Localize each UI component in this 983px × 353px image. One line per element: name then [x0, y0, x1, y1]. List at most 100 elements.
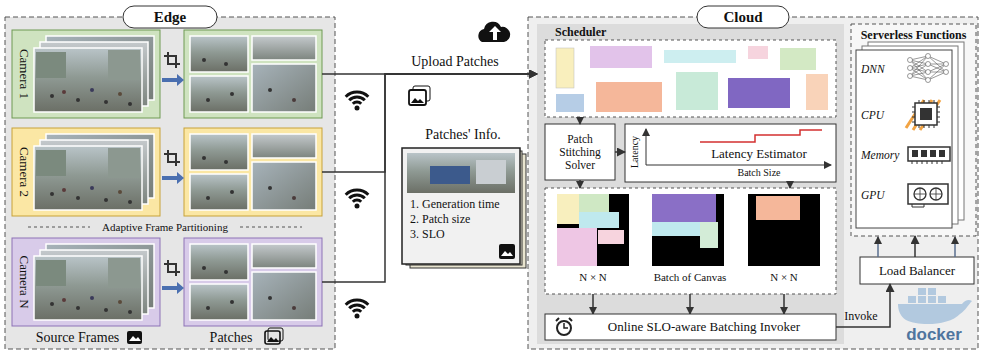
- wifi-icon: [353, 310, 361, 312]
- camera-n-art: [34, 244, 154, 320]
- connector-arrow: [322, 74, 537, 282]
- edge-label: Invoke: [836, 309, 886, 324]
- invoker-art: [545, 314, 836, 340]
- canvas-batch: [700, 222, 718, 248]
- white-box: [625, 124, 836, 182]
- upload-cloud-icon: [489, 26, 501, 40]
- lb-art: [918, 296, 926, 303]
- node-text: Memory: [861, 148, 899, 162]
- connector-arrow: [322, 74, 537, 172]
- connector-arrow: [836, 284, 890, 327]
- image-icon: [265, 331, 280, 344]
- function-stack: Serverless FunctionsDNNCPUMemoryGPU: [851, 24, 976, 236]
- camera-1-art: [34, 36, 154, 112]
- patch-palette: [545, 40, 836, 117]
- node-text: DNN: [861, 62, 885, 76]
- node-title: Online SLO-aware Batching Invoker: [579, 314, 829, 340]
- camera-2-art: [12, 128, 322, 216]
- cloud-panel-ground: [528, 6, 978, 349]
- camera-n-art: [162, 260, 184, 294]
- memory-icon: [930, 150, 936, 157]
- canvas-batch: [652, 222, 700, 236]
- node-title: Patch Stitching Solver: [547, 124, 613, 180]
- flow-arrow: [579, 117, 581, 124]
- lb-art: [928, 288, 936, 295]
- flow-arrow: [877, 237, 879, 257]
- lb-art: [908, 296, 916, 303]
- flow-arrow: [689, 294, 691, 314]
- camera-2-art: [34, 134, 154, 210]
- lb-art: [938, 296, 946, 303]
- wifi-icon: [346, 92, 369, 312]
- flow-arrow: [579, 180, 581, 188]
- canvas-batch: [557, 194, 579, 224]
- latency-chart: [700, 130, 822, 142]
- lb-art: [918, 288, 926, 295]
- node-title: Scheduler: [555, 25, 635, 39]
- wifi-icon: [349, 195, 365, 198]
- caption-label: Adaptive Frame Partitioning: [90, 220, 240, 234]
- cloud-panel-ground: [537, 24, 844, 344]
- canvas-batch: [598, 230, 624, 244]
- flow-arrow: [592, 294, 594, 314]
- serverless-art: [856, 50, 952, 228]
- serverless-art: [851, 24, 976, 236]
- canvas-batch: [579, 212, 619, 228]
- image-icon: [409, 86, 430, 105]
- info-card: Patches' Info.1. Generation time2. Patch…: [398, 126, 528, 270]
- logo-text: docker: [898, 325, 970, 345]
- wifi-icon: [349, 97, 365, 100]
- dnn-icon: [944, 62, 949, 67]
- patch-palette: [556, 48, 574, 88]
- memory-icon: [921, 150, 927, 157]
- edge-panel-ground: [5, 6, 335, 349]
- wifi-icon: [349, 305, 365, 308]
- camera-1-art: [190, 36, 316, 112]
- wifi-icon: [353, 200, 361, 202]
- wifi-icon: [346, 92, 369, 97]
- camera-1-art: [162, 52, 184, 86]
- cpu-icon: [915, 103, 937, 125]
- patch-palette: [664, 50, 736, 63]
- memory-icon: [939, 150, 945, 157]
- image-icon: [409, 90, 426, 105]
- invoker-art: [556, 318, 572, 321]
- caption-label: Patches: [200, 329, 262, 346]
- white-box: [545, 124, 615, 180]
- camera-box: Camera N: [12, 238, 322, 326]
- dnn-icon: [926, 70, 931, 75]
- latency-chart: [646, 129, 647, 165]
- patch-palette: [676, 72, 718, 110]
- size-label: N × N: [557, 270, 629, 284]
- image-icon: [267, 337, 279, 342]
- wifi-icon: [346, 190, 369, 195]
- node-title: Camera 2: [17, 137, 32, 207]
- dnn-icon: [908, 54, 949, 83]
- cloud-panel-ground: [528, 17, 978, 349]
- info-card-art: [430, 166, 470, 184]
- cpu-icon: [906, 100, 940, 130]
- dnn-icon: [926, 62, 931, 67]
- edge-panel-ground: [5, 17, 335, 349]
- dnn-icon: [944, 70, 949, 75]
- camera-n-art: [12, 238, 160, 326]
- cpu-icon: [920, 108, 932, 120]
- gpu-icon: [914, 188, 942, 200]
- wifi-dot: [355, 106, 360, 319]
- node-text: 1. Generation time: [410, 197, 522, 211]
- memory-icon: [912, 161, 942, 164]
- lb-art: [928, 296, 936, 303]
- invoker-art: [564, 323, 568, 328]
- info-card-art: [476, 160, 506, 184]
- patch-palette: [596, 82, 662, 112]
- latency-chart: [646, 165, 831, 166]
- flow-arrow: [783, 294, 785, 314]
- cloud-panel-ground: [697, 6, 789, 28]
- info-card-art: [499, 244, 515, 259]
- flow-arrow: [789, 182, 791, 188]
- canvas-batch: [652, 194, 724, 266]
- image-icon: [127, 331, 142, 344]
- gpu-icon: [908, 184, 948, 204]
- wifi-dot: [355, 314, 360, 319]
- camera-n-art: [12, 238, 322, 326]
